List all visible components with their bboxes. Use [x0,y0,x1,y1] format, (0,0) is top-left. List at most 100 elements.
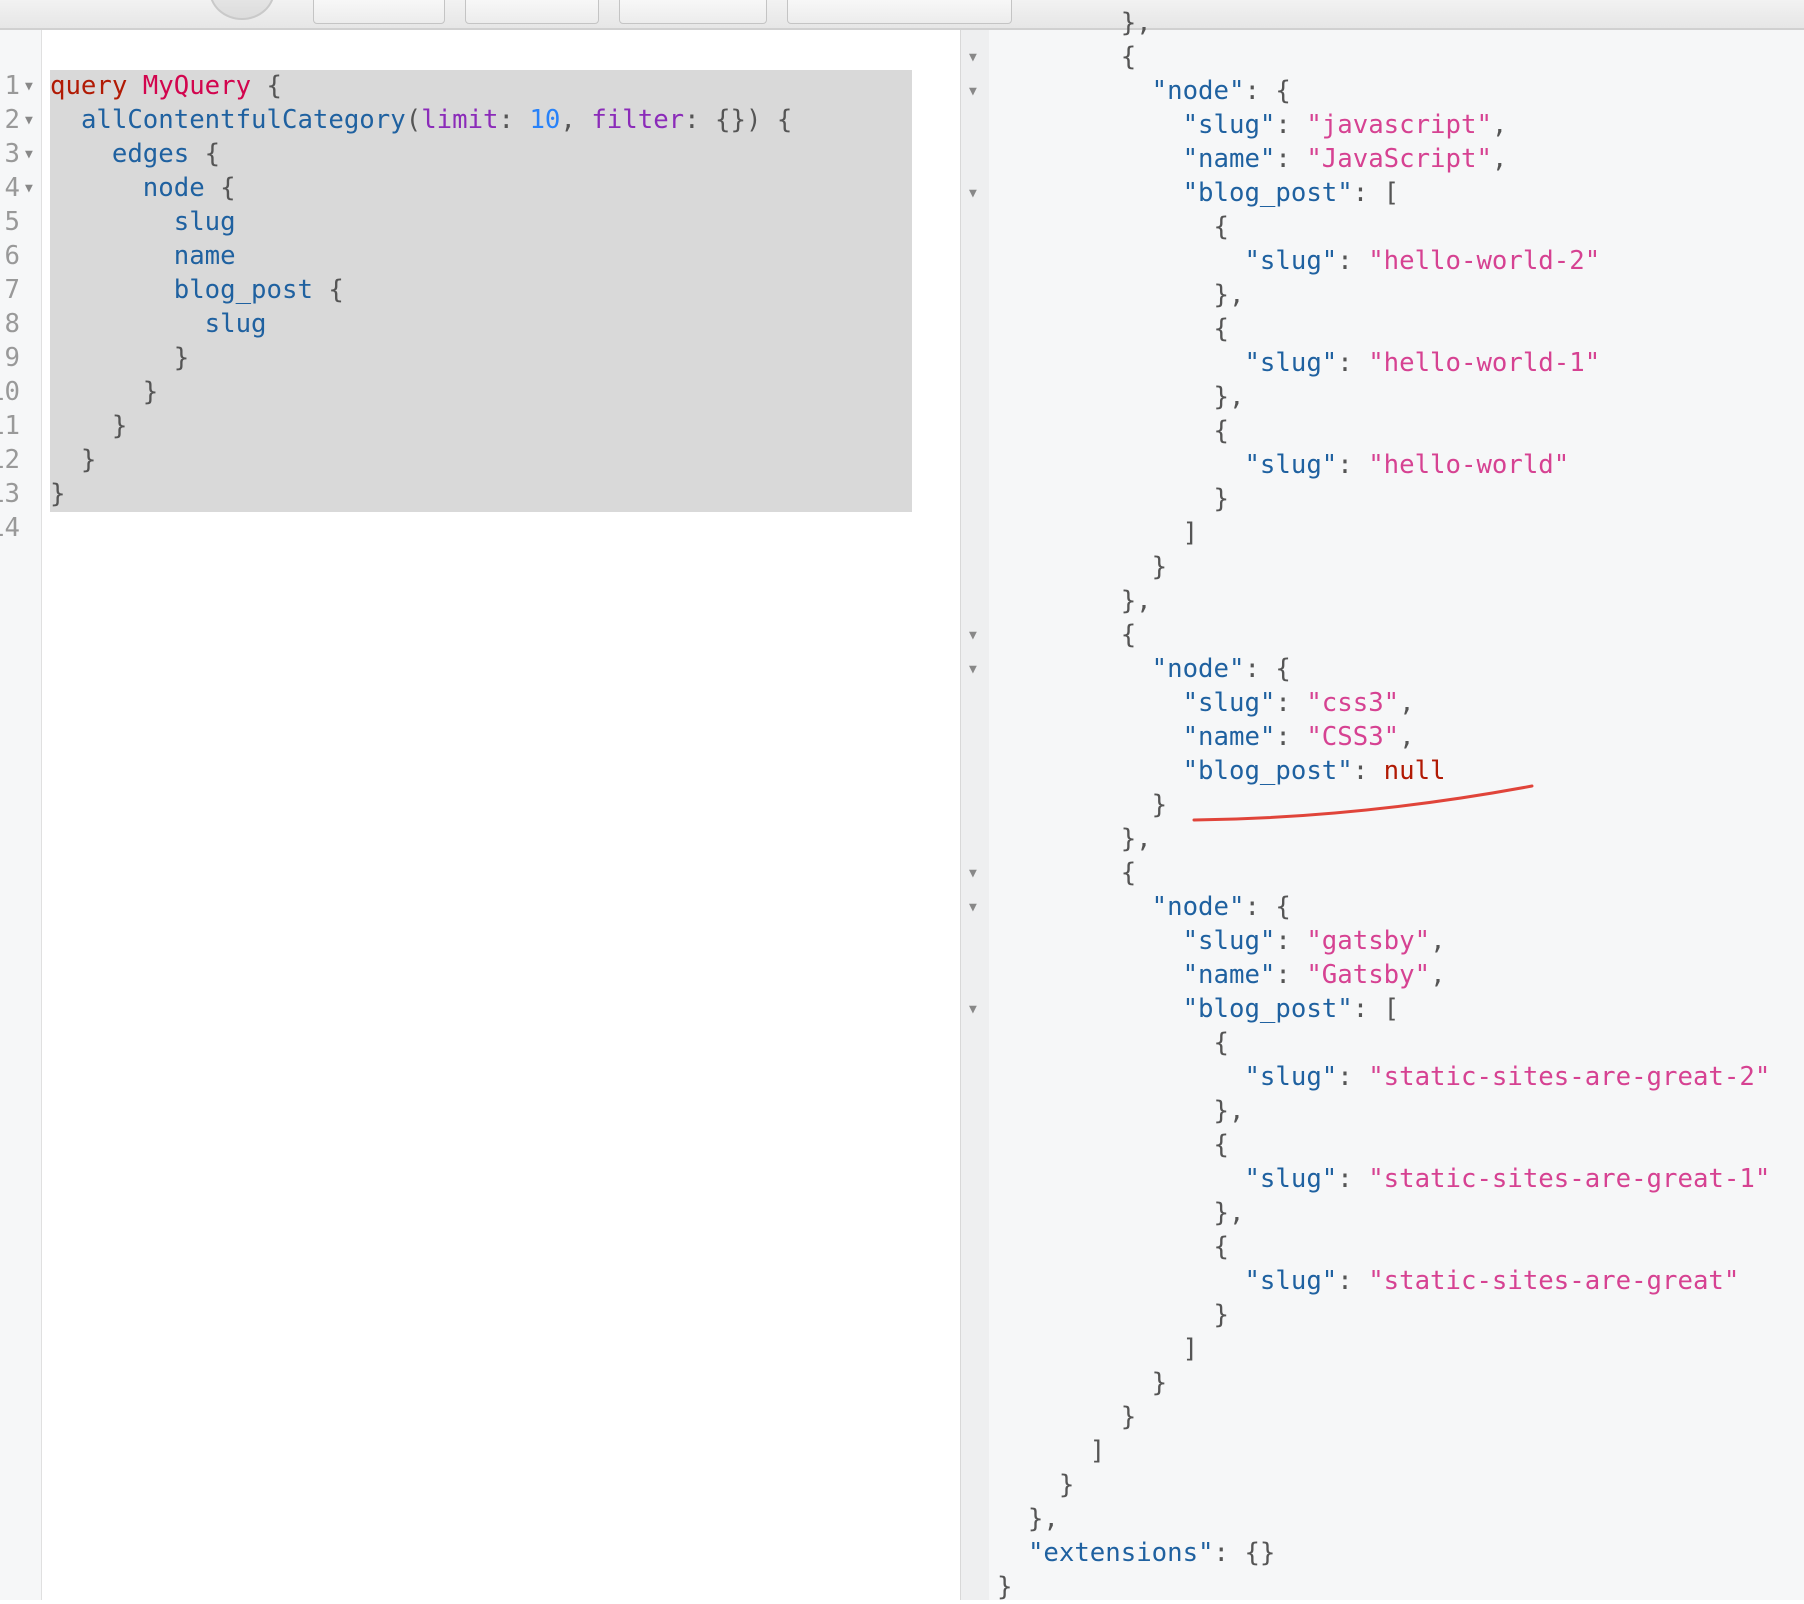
fold-arrow-icon[interactable]: ▼ [969,662,977,677]
json-token-punct: }, [997,1504,1059,1534]
json-line: }, [997,822,1152,856]
json-token-prop: "slug" [1244,348,1338,378]
copy-button[interactable] [619,0,767,24]
json-line: "slug": "css3", [997,686,1415,720]
json-token-punct: : { [1244,654,1291,684]
json-line: } [997,550,1167,584]
result-fold-gutter [960,30,990,1600]
json-line: "node": { [997,652,1291,686]
json-token-punct [997,144,1183,174]
json-token-punct: } [997,1300,1229,1330]
json-token-punct: : [1275,144,1307,174]
json-token-punct: { [997,1232,1229,1262]
json-token-prop: "blog_post" [1182,994,1353,1024]
json-line: { [997,1230,1229,1264]
json-line: ] [997,516,1198,550]
json-token-prop: "node" [1151,76,1245,106]
code-token-punct: } [50,411,128,441]
json-token-str: "css3" [1306,688,1400,718]
fold-arrow-icon[interactable]: ▼ [969,84,977,99]
fold-arrow-icon[interactable]: ▼ [25,181,33,196]
code-line: blog_post { [50,273,344,307]
json-token-prop: "name" [1182,960,1276,990]
json-token-prop: "node" [1151,654,1245,684]
json-token-prop: "extensions" [1027,1538,1214,1568]
json-token-str: "static-sites-are-great-2" [1368,1062,1771,1092]
json-token-punct [997,450,1244,480]
fold-arrow-icon[interactable]: ▼ [25,79,33,94]
fold-arrow-icon[interactable]: ▼ [969,628,977,643]
fold-arrow-icon[interactable]: ▼ [969,186,977,201]
code-line: node { [50,171,236,205]
code-token-punct: : [498,105,530,135]
json-token-str: "hello-world-1" [1368,348,1601,378]
line-number: 7 [4,275,20,305]
prettify-button[interactable] [313,0,445,24]
json-line: } [997,788,1167,822]
json-token-null: null [1383,756,1446,786]
line-number: 1 [4,71,20,101]
json-token-punct [997,1062,1244,1092]
json-token-punct: : [1275,110,1307,140]
json-token-punct: } [997,552,1168,582]
code-line: slug [50,205,236,239]
json-line: "slug": "hello-world-2" [997,244,1600,278]
json-token-punct: }, [997,1096,1245,1126]
json-line: "blog_post": [ [997,992,1400,1026]
json-token-punct [997,756,1183,786]
json-token-punct: { [997,212,1229,242]
json-line: }, [997,278,1245,312]
code-token-attr: limit [421,105,499,135]
fold-arrow-icon[interactable]: ▼ [25,113,33,128]
line-number: 13 [0,479,20,509]
json-token-punct [997,994,1183,1024]
code-line: } [50,477,65,511]
json-line: "slug": "static-sites-are-great-2" [997,1060,1770,1094]
json-line: ] [997,1434,1105,1468]
code-token-punct [50,207,174,237]
fold-arrow-icon[interactable]: ▼ [969,50,977,65]
code-line: } [50,409,127,443]
line-number: 10 [0,377,20,407]
code-token-prop: allContentfulCategory [80,105,406,135]
fold-arrow-icon[interactable]: ▼ [25,147,33,162]
toolbar [0,0,1804,30]
code-token-attr: filter [591,105,685,135]
json-token-punct [997,654,1152,684]
json-token-punct: { [997,858,1137,888]
history-button[interactable] [787,0,1012,24]
code-token-punct [50,139,112,169]
json-token-punct [997,926,1183,956]
merge-button[interactable] [465,0,599,24]
json-token-punct: } [997,1572,1013,1602]
json-token-prop: "slug" [1244,1266,1338,1296]
line-number: 9 [4,343,20,373]
json-token-punct [997,1164,1244,1194]
json-line: "node": { [997,890,1291,924]
code-token-punct [50,241,174,271]
json-token-punct [997,246,1244,276]
fold-arrow-icon[interactable]: ▼ [969,866,977,881]
code-token-punct: , [560,105,592,135]
fold-arrow-icon[interactable]: ▼ [969,1002,977,1017]
json-token-punct: }, [997,586,1152,616]
json-token-punct: { [997,1028,1229,1058]
json-line: { [997,856,1136,890]
json-line: } [997,1298,1229,1332]
execute-query-button[interactable] [209,0,275,20]
json-token-punct: : [1352,756,1384,786]
code-token-prop: node [142,173,205,203]
code-line: } [50,341,189,375]
fold-arrow-icon[interactable]: ▼ [969,900,977,915]
json-line: } [997,1366,1167,1400]
json-line: }, [997,1094,1245,1128]
code-token-punct: : {}) { [684,105,793,135]
json-token-punct: }, [997,8,1152,38]
json-token-prop: "slug" [1244,246,1338,276]
json-line: { [997,414,1229,448]
code-line: } [50,443,96,477]
json-line: }, [997,6,1152,40]
json-token-punct [997,178,1183,208]
json-token-punct: { [997,314,1229,344]
json-token-punct: : { [1244,892,1291,922]
